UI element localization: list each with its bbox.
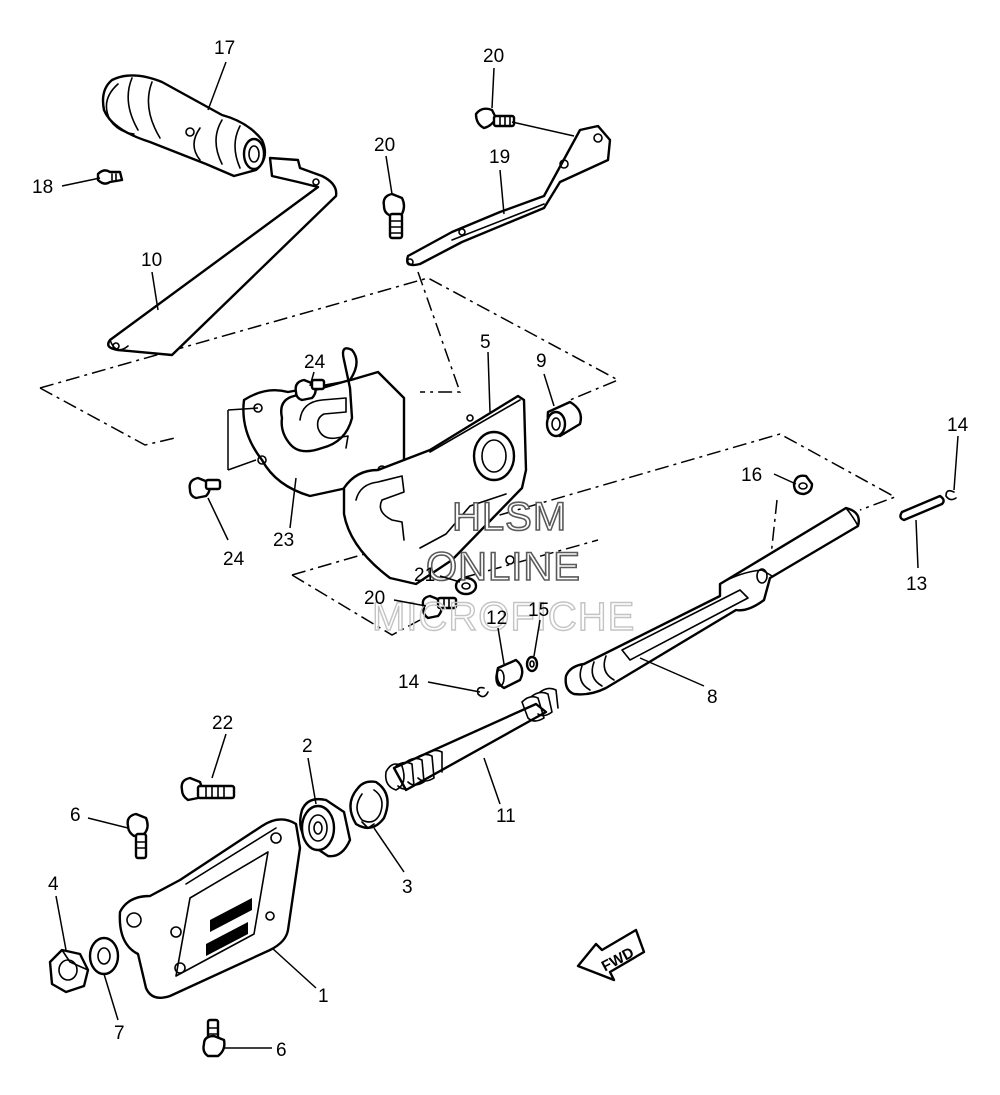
callout-22: 22 xyxy=(212,713,233,734)
bolt-top-left xyxy=(382,192,406,240)
callout-18: 18 xyxy=(32,177,53,198)
callout-5: 5 xyxy=(480,332,491,353)
lever-rod xyxy=(107,156,338,357)
forward-arrow: FWD xyxy=(576,928,646,982)
clip-14-left xyxy=(476,686,489,698)
bolt-24-lower xyxy=(188,476,222,500)
callout-20-lower: 20 xyxy=(364,588,385,609)
callout-23: 23 xyxy=(273,530,294,551)
bolt-22 xyxy=(180,776,236,802)
spring-rod xyxy=(384,687,559,792)
grip-screw xyxy=(96,169,124,185)
top-bracket xyxy=(406,124,612,267)
callout-17: 17 xyxy=(214,38,235,59)
washer-7 xyxy=(88,936,120,976)
bolt-6-lower xyxy=(202,1018,226,1058)
callout-24-upper: 24 xyxy=(304,352,326,373)
collar-bushing xyxy=(545,400,583,438)
callout-8: 8 xyxy=(707,687,718,708)
bearing xyxy=(299,797,352,858)
leader-lines xyxy=(55,61,959,1049)
callout-14-left: 14 xyxy=(398,672,420,693)
callout-21: 21 xyxy=(414,565,435,586)
callout-7: 7 xyxy=(114,1023,125,1044)
watermark-line3: MICROFICHE xyxy=(372,595,635,639)
bolt-20-lower xyxy=(421,594,458,620)
callout-11: 11 xyxy=(496,806,516,827)
pin-13 xyxy=(899,494,945,522)
bolt-6-upper xyxy=(126,812,149,860)
shift-shaft xyxy=(564,506,860,696)
callout-16: 16 xyxy=(741,465,762,486)
callout-15: 15 xyxy=(528,600,549,621)
callout-9: 9 xyxy=(536,351,547,372)
clip-14-right xyxy=(945,489,957,501)
callout-6-upper: 6 xyxy=(70,805,81,826)
washer-15 xyxy=(525,655,539,673)
hex-nut xyxy=(48,948,90,994)
callout-20-top-right: 20 xyxy=(483,46,504,67)
callouts: 17 18 20 19 20 10 24 5 9 14 16 23 24 13 … xyxy=(32,38,969,1061)
callout-24-lower: 24 xyxy=(223,549,245,570)
callout-13: 13 xyxy=(906,574,927,595)
pin-12 xyxy=(495,658,524,690)
bolt-top-right xyxy=(474,107,516,130)
callout-12: 12 xyxy=(486,608,507,629)
watermark-line1: HLSM xyxy=(452,495,567,539)
callout-3: 3 xyxy=(402,877,413,898)
circlip xyxy=(349,780,389,830)
watermark-line2: ONLINE xyxy=(426,545,581,589)
callout-14-right: 14 xyxy=(947,415,969,436)
grip-knob xyxy=(101,74,267,178)
cap-16 xyxy=(792,474,814,496)
shift-plate xyxy=(342,394,528,586)
callout-1: 1 xyxy=(318,986,329,1007)
housing-plate xyxy=(118,818,302,999)
callout-4: 4 xyxy=(48,874,59,895)
watermark: HLSM ONLINE MICROFICHE xyxy=(371,494,635,640)
assembly-outline-upper xyxy=(39,271,620,446)
callout-10: 10 xyxy=(141,250,162,271)
callout-2: 2 xyxy=(302,736,313,757)
callout-6-lower: 6 xyxy=(276,1040,287,1061)
callout-19: 19 xyxy=(489,147,510,168)
callout-20-top-left: 20 xyxy=(374,135,395,156)
guide-plate-left xyxy=(242,347,406,498)
washer-21 xyxy=(454,576,478,596)
